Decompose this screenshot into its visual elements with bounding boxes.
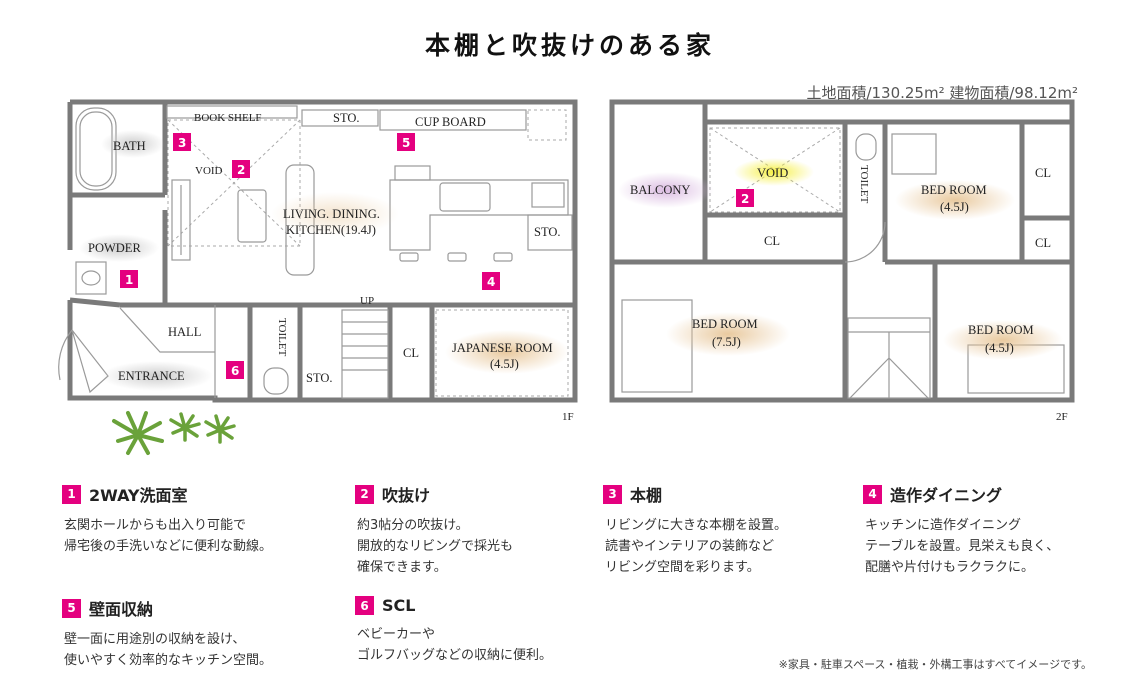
feature-number: 5 xyxy=(62,598,81,618)
svg-text:3: 3 xyxy=(178,136,186,150)
label-void-1f: VOID xyxy=(195,165,223,177)
label-ldk-line1: LIVING. DINING. xyxy=(283,207,380,221)
svg-text:6: 6 xyxy=(231,364,239,378)
label-ldk-line2: KITCHEN(19.4J) xyxy=(286,223,376,237)
label-sto-bottom: STO. xyxy=(306,371,333,385)
feature-6: 6 SCL ベビーカーや ゴルフバッグなどの収納に便利。 xyxy=(355,596,625,666)
label-bed1-line1: BED ROOM xyxy=(921,183,987,197)
floor-plans: BATH POWDER BOOK SHELF VOID STO. CUP BOA… xyxy=(58,99,1075,455)
marker-3: 3 xyxy=(173,133,191,151)
feature-body: リビングに大きな本棚を設置。 読書やインテリアの装飾など リビング空間を彩ります… xyxy=(605,518,788,575)
feature-4: 4 造作ダイニング キッチンに造作ダイニング テーブルを設置。見栄えも良く、 配膳… xyxy=(863,482,1133,578)
label-sto-top: STO. xyxy=(333,111,360,125)
label-cup-board: CUP BOARD xyxy=(415,115,486,129)
feature-title: 壁面収納 xyxy=(89,600,154,619)
area-info: 土地面積/130.25m² 建物面積/98.12m² xyxy=(806,84,1078,102)
svg-text:1: 1 xyxy=(125,273,133,287)
label-void-2f: VOID xyxy=(757,166,788,180)
label-bed2-line2: (7.5J) xyxy=(712,335,741,349)
label-cl-1f: CL xyxy=(403,346,419,360)
feature-number: 3 xyxy=(603,484,622,504)
svg-text:2: 2 xyxy=(237,163,245,177)
feature-number: 1 xyxy=(62,484,81,504)
svg-text:5: 5 xyxy=(402,136,410,150)
feature-3: 3 本棚 リビングに大きな本棚を設置。 読書やインテリアの装飾など リビング空間を… xyxy=(603,482,873,578)
svg-text:4: 4 xyxy=(487,275,495,289)
marker-4: 4 xyxy=(482,272,500,290)
feature-body: キッチンに造作ダイニング テーブルを設置。見栄えも良く、 配膳や片付けもラクラク… xyxy=(865,518,1060,575)
feature-body: 玄関ホールからも出入り可能で 帰宅後の手洗いなどに便利な動線。 xyxy=(64,518,273,554)
label-up: UP xyxy=(360,295,374,307)
feature-5: 5 壁面収納 壁一面に用途別の収納を設け、 使いやすく効率的なキッチン空間。 xyxy=(62,596,332,671)
svg-text:2: 2 xyxy=(741,192,749,206)
marker-2: 2 xyxy=(232,160,250,178)
label-powder: POWDER xyxy=(88,241,141,255)
marker-6: 6 xyxy=(226,361,244,379)
feature-number: 6 xyxy=(355,596,374,615)
feature-2: 2 吹抜け 約3帖分の吹抜け。 開放的なリビングで採光も 確保できます。 xyxy=(355,482,625,578)
marker-1: 1 xyxy=(120,270,138,288)
label-cl3-2f: CL xyxy=(764,234,780,248)
label-entrance: ENTRANCE xyxy=(118,369,185,383)
feature-1: 1 2WAY洗面室 玄関ホールからも出入り可能で 帰宅後の手洗いなどに便利な動線。 xyxy=(62,482,332,557)
label-bed2-line1: BED ROOM xyxy=(692,317,758,331)
label-toilet-1f: TOILET xyxy=(276,318,288,357)
label-bed3-line2: (4.5J) xyxy=(985,341,1014,355)
feature-title: 吹抜け xyxy=(382,486,431,505)
feature-title: SCL xyxy=(382,596,416,615)
label-bed1-line2: (4.5J) xyxy=(940,200,969,214)
label-bed3-line1: BED ROOM xyxy=(968,323,1034,337)
marker-2-2f: 2 xyxy=(736,189,754,207)
page-title: 本棚と吹抜けのある家 xyxy=(424,31,715,60)
label-1f: 1F xyxy=(562,411,574,423)
feature-number: 4 xyxy=(863,484,882,504)
label-cl1-2f: CL xyxy=(1035,166,1051,180)
floor-2-plan: BALCONY VOID TOILET BED ROOM (4.5J) CL C… xyxy=(609,99,1075,423)
marker-5: 5 xyxy=(397,133,415,151)
label-hall: HALL xyxy=(168,325,201,339)
feature-title: 本棚 xyxy=(630,486,663,505)
label-book-shelf: BOOK SHELF xyxy=(194,112,262,124)
feature-title: 2WAY洗面室 xyxy=(89,486,188,505)
label-cl2-2f: CL xyxy=(1035,236,1051,250)
feature-body: 壁一面に用途別の収納を設け、 使いやすく効率的なキッチン空間。 xyxy=(64,632,273,668)
label-japanese-line1: JAPANESE ROOM xyxy=(452,341,553,355)
label-toilet-2f: TOILET xyxy=(858,165,870,204)
label-sto-right: STO. xyxy=(534,225,561,239)
label-bath: BATH xyxy=(113,139,146,153)
label-2f: 2F xyxy=(1056,411,1068,423)
label-balcony: BALCONY xyxy=(630,183,690,197)
floor-1-plan: BATH POWDER BOOK SHELF VOID STO. CUP BOA… xyxy=(58,99,578,455)
feature-title: 造作ダイニング xyxy=(890,486,1003,505)
label-japanese-line2: (4.5J) xyxy=(490,357,519,371)
disclaimer-note: ※家具・駐車スペース・植栽・外構工事はすべてイメージです。 xyxy=(778,658,1092,671)
feature-body: 約3帖分の吹抜け。 開放的なリビングで採光も 確保できます。 xyxy=(357,518,514,575)
feature-body: ベビーカーや ゴルフバッグなどの収納に便利。 xyxy=(357,627,553,663)
plant-icon xyxy=(112,411,236,455)
feature-number: 2 xyxy=(355,484,374,504)
